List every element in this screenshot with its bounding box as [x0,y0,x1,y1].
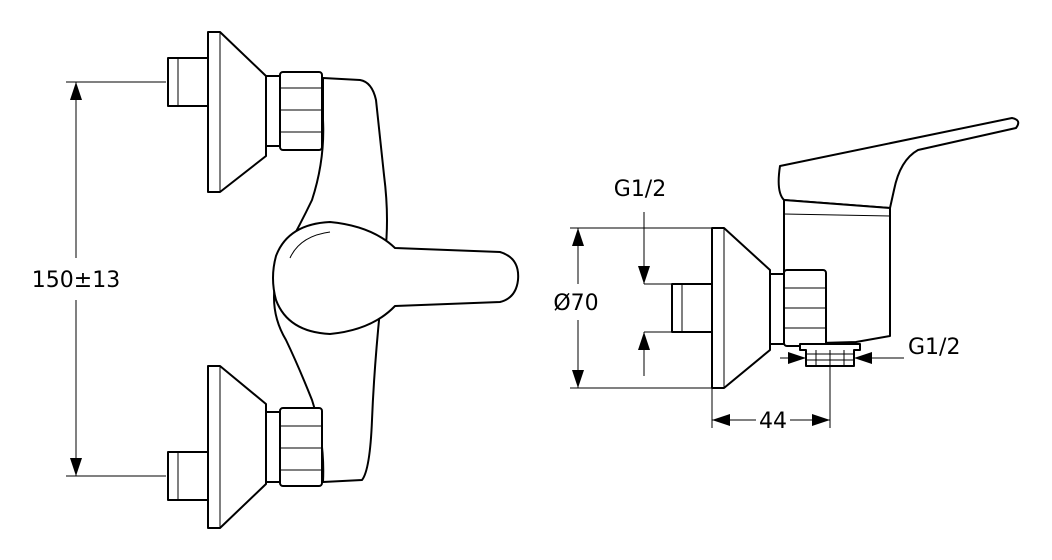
eccentric-bottom [167,365,323,529]
arrowhead [854,352,872,364]
side-view: G1/2 Ø70 G1/2 44 [553,117,1020,434]
arrowhead [638,332,650,350]
arrowhead [572,228,584,246]
label-rosette-diameter: Ø70 [553,291,598,316]
arrowhead [712,414,730,426]
dimension-inlet-thread: G1/2 [614,177,672,376]
arrowhead [572,370,584,388]
label-outlet-thread: G1/2 [908,335,960,360]
arrowhead [812,414,830,426]
dimension-outlet-thread: G1/2 [780,335,960,364]
hex-nut-bottom [279,407,323,487]
label-inlet-thread: G1/2 [614,177,666,202]
arrowhead [70,458,82,476]
arrowhead [70,82,82,100]
union-collar-top [265,75,281,147]
eccentric-top [167,31,323,193]
lever-handle-highlight [289,231,331,259]
dimension-projection-depth: 44 [711,366,831,434]
lever-side [777,117,1020,209]
union-collar-side [769,273,785,345]
label-projection-depth: 44 [759,409,787,434]
lever-handle [272,221,520,335]
rosette-side [711,227,771,389]
arrowhead [638,266,650,284]
arrowhead [788,352,806,364]
hex-nut-top [279,71,323,151]
eccentric-stub-side [671,283,713,333]
dimension-center-distance: 150±13 [32,81,166,477]
eccentric-stub-bottom [167,451,209,501]
dimension-rosette-diameter: Ø70 [553,227,712,389]
eccentric-stub-top [167,57,209,107]
rosette-bottom [207,365,267,529]
front-view: 150±13 [32,31,520,529]
union-collar-bottom [265,411,281,483]
rosette-top [207,31,267,193]
label-center-distance: 150±13 [32,268,120,293]
